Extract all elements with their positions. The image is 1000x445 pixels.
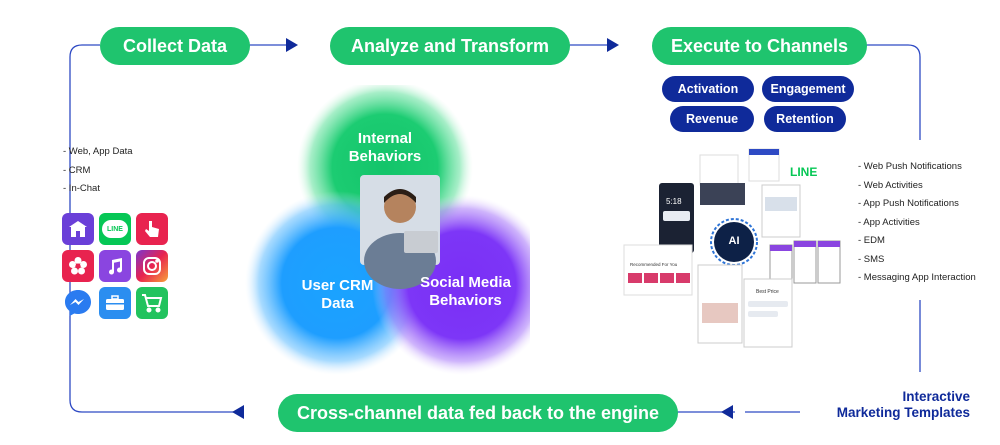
flower-icon bbox=[62, 250, 94, 282]
cart-icon bbox=[136, 287, 168, 319]
arrow-right-2 bbox=[607, 38, 619, 52]
phone-time: 5:18 bbox=[666, 197, 682, 206]
person-photo bbox=[360, 175, 440, 289]
arrow-left-1 bbox=[232, 405, 244, 419]
data-venn-diagram bbox=[245, 85, 530, 375]
tap-icon bbox=[136, 213, 168, 245]
collect-data-step: Collect Data bbox=[100, 27, 250, 65]
list-item: - Web, App Data bbox=[63, 146, 133, 157]
list-item: - CRM bbox=[63, 164, 91, 176]
ai-badge bbox=[714, 222, 754, 262]
channels-list: - Web Push Notifications - Web Activitie… bbox=[858, 158, 976, 288]
phone-screen bbox=[659, 183, 694, 253]
messenger-icon bbox=[62, 287, 94, 319]
music-icon bbox=[99, 250, 131, 282]
goal-revenue: Revenue bbox=[670, 106, 754, 132]
user-crm-label: User CRM Data bbox=[301, 277, 374, 312]
arrow-left-2 bbox=[721, 405, 733, 419]
app-icons-grid: LINE bbox=[62, 213, 172, 323]
line-logo: LINE bbox=[790, 165, 818, 179]
list-item: - Messaging App Interaction bbox=[858, 272, 976, 283]
data-sources-list: - Web, App Data - CRM - In-Chat bbox=[63, 143, 133, 199]
marketing-templates-collage: AI LINE 5:18 Recommended For You Best Pr… bbox=[622, 145, 852, 350]
list-item: - App Push Notifications bbox=[858, 198, 959, 209]
internal-behaviors-label: Internal Behaviors bbox=[348, 130, 422, 165]
execute-channels-step: Execute to Channels bbox=[652, 27, 867, 65]
instagram-icon bbox=[136, 250, 168, 282]
arrow-right-1 bbox=[286, 38, 298, 52]
shop-icon bbox=[62, 213, 94, 245]
list-item: - EDM bbox=[858, 235, 885, 246]
list-item: - Web Activities bbox=[858, 179, 923, 191]
goal-engagement: Engagement bbox=[762, 76, 854, 102]
ai-badge-label: AI bbox=[728, 235, 740, 247]
list-item: - SMS bbox=[858, 253, 885, 265]
interactive-templates-note: Interactive Marketing Templates bbox=[836, 389, 970, 420]
list-item: - App Activities bbox=[858, 216, 920, 228]
list-item: - Web Push Notifications bbox=[858, 161, 962, 172]
goal-activation: Activation bbox=[662, 76, 754, 102]
briefcase-icon bbox=[99, 287, 131, 319]
social-media-label: Social Media Behaviors bbox=[420, 274, 511, 309]
feedback-step: Cross-channel data fed back to the engin… bbox=[278, 394, 678, 432]
recommended-label: Recommended For You bbox=[630, 262, 678, 267]
line-icon: LINE bbox=[99, 213, 131, 245]
chat-title: Best Price bbox=[756, 289, 779, 295]
analyze-transform-step: Analyze and Transform bbox=[330, 27, 570, 65]
goal-retention: Retention bbox=[764, 106, 846, 132]
list-item: - In-Chat bbox=[63, 183, 100, 194]
